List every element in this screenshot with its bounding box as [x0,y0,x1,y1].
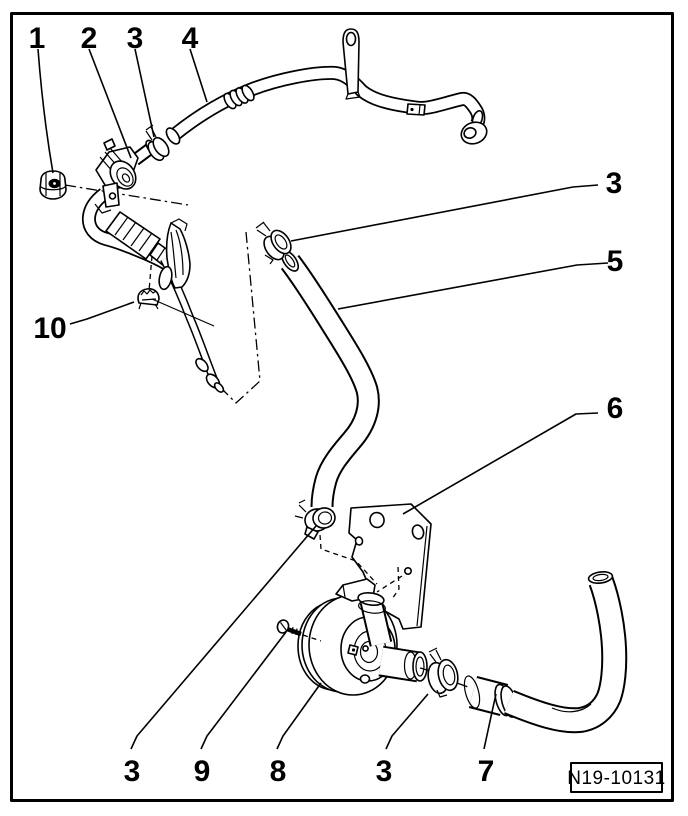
callout-3-low: 3 [376,755,393,788]
branch-hose-assembly [81,188,225,393]
spring-clamp-top [145,124,170,162]
coolant-pump [297,578,428,696]
hose-open-end [165,127,181,145]
callout-8: 8 [270,755,287,788]
callout-numbers: 1 2 3 4 3 5 6 10 3 9 8 3 7 [29,22,624,788]
stud [403,566,412,575]
coupling-assembly [94,124,170,214]
callout-3-mid: 3 [124,755,141,788]
bracket-fin [158,218,191,291]
callout-3-right: 3 [606,167,623,200]
assembly-guides [319,534,400,600]
screw [276,619,322,642]
callout-2: 2 [81,22,98,55]
spring-clamp-upper [255,221,292,265]
middle-hose-assembly [255,221,380,508]
callout-3-top: 3 [127,22,144,55]
diagram-border [10,12,674,802]
centerline-axis-lines [64,184,261,404]
callout-6: 6 [607,392,624,425]
leader-lines [37,48,609,750]
callout-1: 1 [29,22,46,55]
callout-7: 7 [478,755,495,788]
mounting-strap [342,28,361,100]
callout-5: 5 [607,245,624,278]
pipe-tab [406,103,426,116]
spring-clamp-middle [294,499,336,540]
figure-id-text: N19-10131 [567,768,666,789]
crimp-rings [223,84,255,110]
callout-4: 4 [182,22,199,55]
spring-clamp-lower [419,647,469,698]
pump-inlet [357,591,393,647]
callout-10: 10 [33,312,66,345]
eyelet-fitting [460,109,488,145]
return-hose [463,571,628,734]
upper-coolant-pipe [165,28,488,145]
retaining-clip [137,288,160,310]
callout-9: 9 [194,755,211,788]
nut [39,170,67,200]
figure-id-label: N19-10131 [567,762,666,793]
pump-outlet [378,645,428,683]
